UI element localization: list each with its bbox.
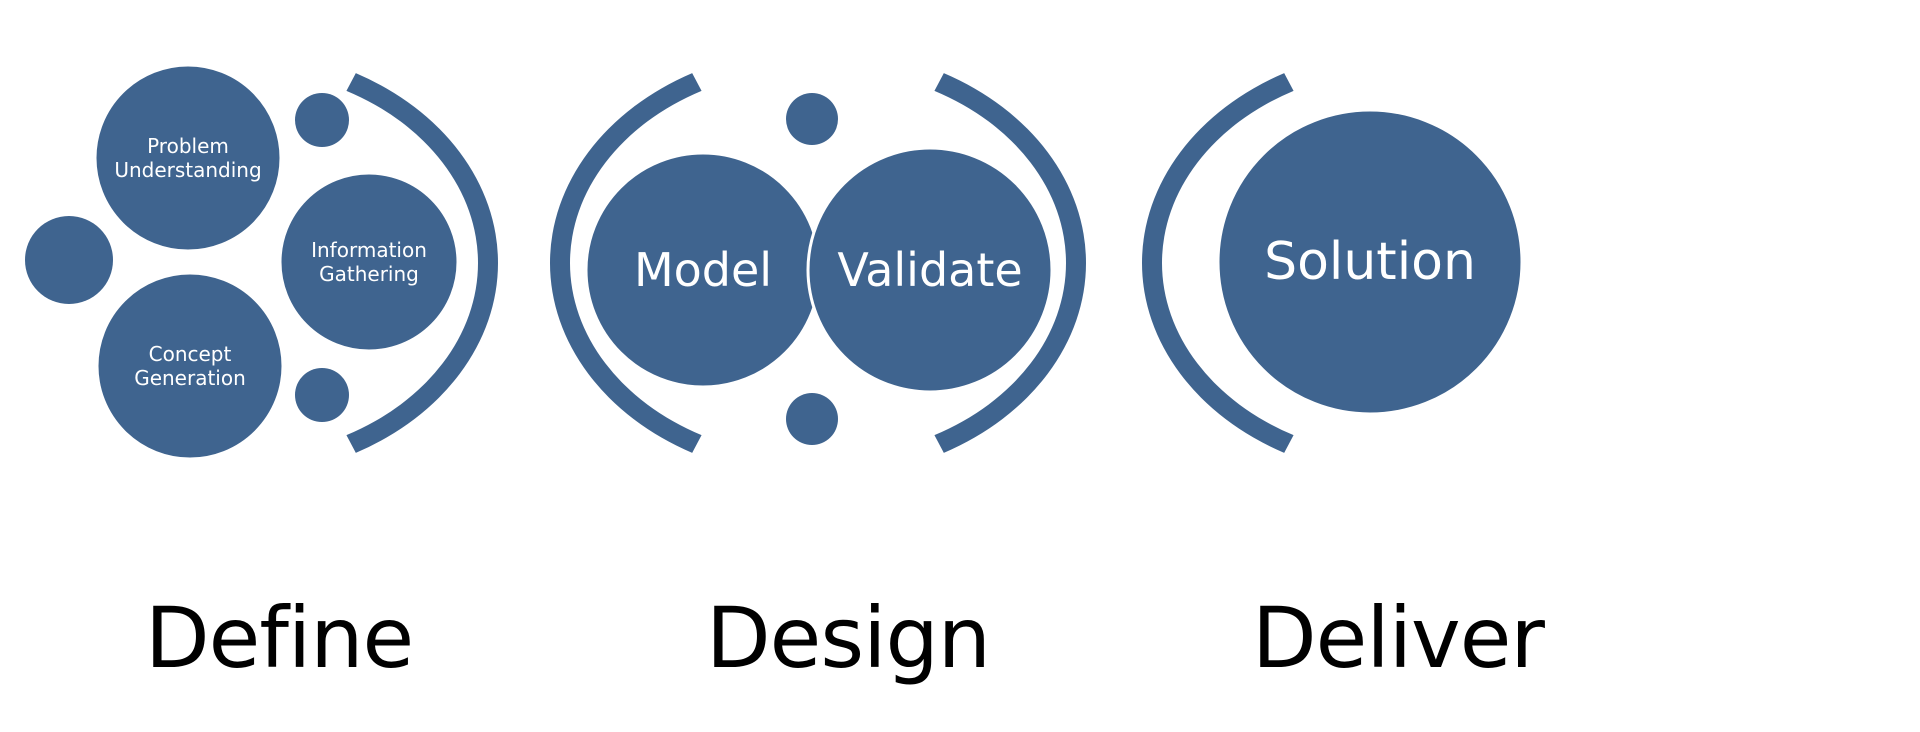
bracket-arc-right-design <box>934 73 1086 453</box>
bubble-information-gathering[interactable] <box>278 171 460 353</box>
phase-label-design: Design <box>706 589 991 687</box>
bubble-concept-generation[interactable] <box>95 271 285 461</box>
phase-label-deliver: Deliver <box>1252 589 1545 687</box>
bracket-arcs-layer <box>346 73 1294 453</box>
accent-dot-design-2 <box>786 93 838 145</box>
bracket-arc-left-deliver <box>1142 73 1294 453</box>
accent-dot-design-3 <box>786 393 838 445</box>
bubbles-layer <box>25 63 1524 461</box>
phase-label-define: Define <box>145 589 414 687</box>
accent-dot-define-5 <box>295 368 349 422</box>
bubble-model[interactable] <box>584 151 822 389</box>
accent-dot-define-3 <box>25 216 113 304</box>
bubble-validate[interactable] <box>806 146 1054 394</box>
bubble-problem-understanding[interactable] <box>93 63 283 253</box>
accent-dot-define-4 <box>295 93 349 147</box>
bracket-arc-right-define <box>346 73 498 453</box>
bubble-solution[interactable] <box>1216 108 1524 416</box>
bracket-arc-left-design <box>550 73 702 453</box>
